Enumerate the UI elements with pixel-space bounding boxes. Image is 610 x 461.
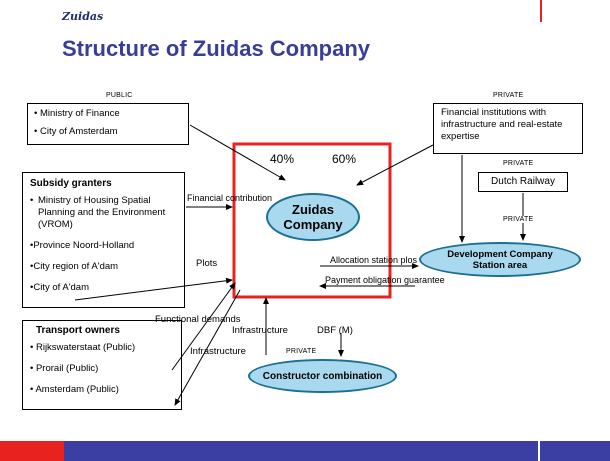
subsidy-item-label: City region of A'dam <box>33 261 119 272</box>
public-item: • City of Amsterdam <box>34 126 118 137</box>
infrastructure-left-label: Infrastructure <box>190 346 246 357</box>
page-title: Structure of Zuidas Company <box>62 36 371 61</box>
footer-blue-bar <box>64 441 538 461</box>
financial-institutions-box: Financial institutions with infrastructu… <box>433 103 583 154</box>
arrow-plots <box>74 277 233 301</box>
arrow-public-to-zuidas <box>189 124 286 181</box>
pct-public: 40% <box>270 152 295 166</box>
constructor-private-label: PRIVATE <box>286 348 317 355</box>
transport-owners-heading: Transport owners <box>36 325 120 336</box>
footer-red-bar <box>0 441 64 461</box>
public-heading: PUBLIC <box>106 92 133 99</box>
subsidy-item: •City region of A'dam <box>30 261 119 272</box>
zuidas-company-label: Zuidas Company <box>283 202 343 232</box>
pct-private: 60% <box>332 152 357 166</box>
arrow-infrastructure-left <box>174 289 241 406</box>
subsidy-item: •Province Noord-Holland <box>30 240 135 251</box>
subsidy-item-label: City of A'dam <box>33 282 89 293</box>
public-box: • Ministry of Finance • City of Amsterda… <box>27 103 189 145</box>
transport-item: • Rijkswaterstaat (Public) <box>30 342 136 353</box>
footer-blue-bar-right <box>540 441 610 461</box>
subsidy-item: •City of A'dam <box>30 282 89 293</box>
arrow-functional-demands <box>171 282 236 371</box>
zuidas-frame <box>232 142 392 299</box>
public-list: • Ministry of Finance • City of Amsterda… <box>34 108 182 138</box>
header-accent-line <box>540 0 542 22</box>
transport-owners-box: Transport owners • Rijkswaterstaat (Publ… <box>22 320 182 410</box>
development-company-label: Development Company Station area <box>447 248 553 271</box>
transport-item-label: Prorail (Public) <box>35 363 99 374</box>
constructor-combination-label: Constructor combination <box>262 370 383 382</box>
subsidy-item-label: Province Noord-Holland <box>33 240 135 251</box>
transport-item-label: Amsterdam (Public) <box>35 384 119 395</box>
logo: Zuidas <box>62 10 104 23</box>
allocation-label: Allocation station plos <box>330 255 418 265</box>
financial-contribution-label: Financial contribution <box>187 193 273 203</box>
transport-item: • Prorail (Public) <box>30 363 99 374</box>
zuidas-company-node: Zuidas Company <box>266 193 360 241</box>
infrastructure-up-label: Infrastructure <box>232 325 288 336</box>
transport-item-label: Rijkswaterstaat (Public) <box>35 342 136 353</box>
subsidy-item-label: Ministry of Housing Spatial Planning and… <box>38 195 166 230</box>
transport-item: • Amsterdam (Public) <box>30 384 119 395</box>
functional-demands-label: Functional demands <box>155 314 241 325</box>
constructor-combination-node: Constructor combination <box>248 359 397 393</box>
subsidy-item: •Ministry of Housing Spatial Planning an… <box>30 195 177 231</box>
dutch-railway-box: Dutch Railway <box>478 172 568 192</box>
railway-arrow-private-label: PRIVATE <box>503 216 534 223</box>
dbf-label: DBF (M) <box>317 325 353 336</box>
public-item-label: Ministry of Finance <box>39 108 120 119</box>
plots-label: Plots <box>196 258 218 269</box>
arrow-private-to-zuidas <box>356 144 434 186</box>
payment-label: Payment obligation guarantee <box>325 275 445 285</box>
public-item-label: City of Amsterdam <box>39 126 118 137</box>
public-item: • Ministry of Finance <box>34 108 120 119</box>
subsidy-granters-box: Subsidy granters •Ministry of Housing Sp… <box>22 172 185 308</box>
development-company-node: Development Company Station area <box>419 242 581 277</box>
railway-private-label: PRIVATE <box>503 160 534 167</box>
private-heading: PRIVATE <box>493 92 524 99</box>
subsidy-granters-heading: Subsidy granters <box>30 178 112 189</box>
